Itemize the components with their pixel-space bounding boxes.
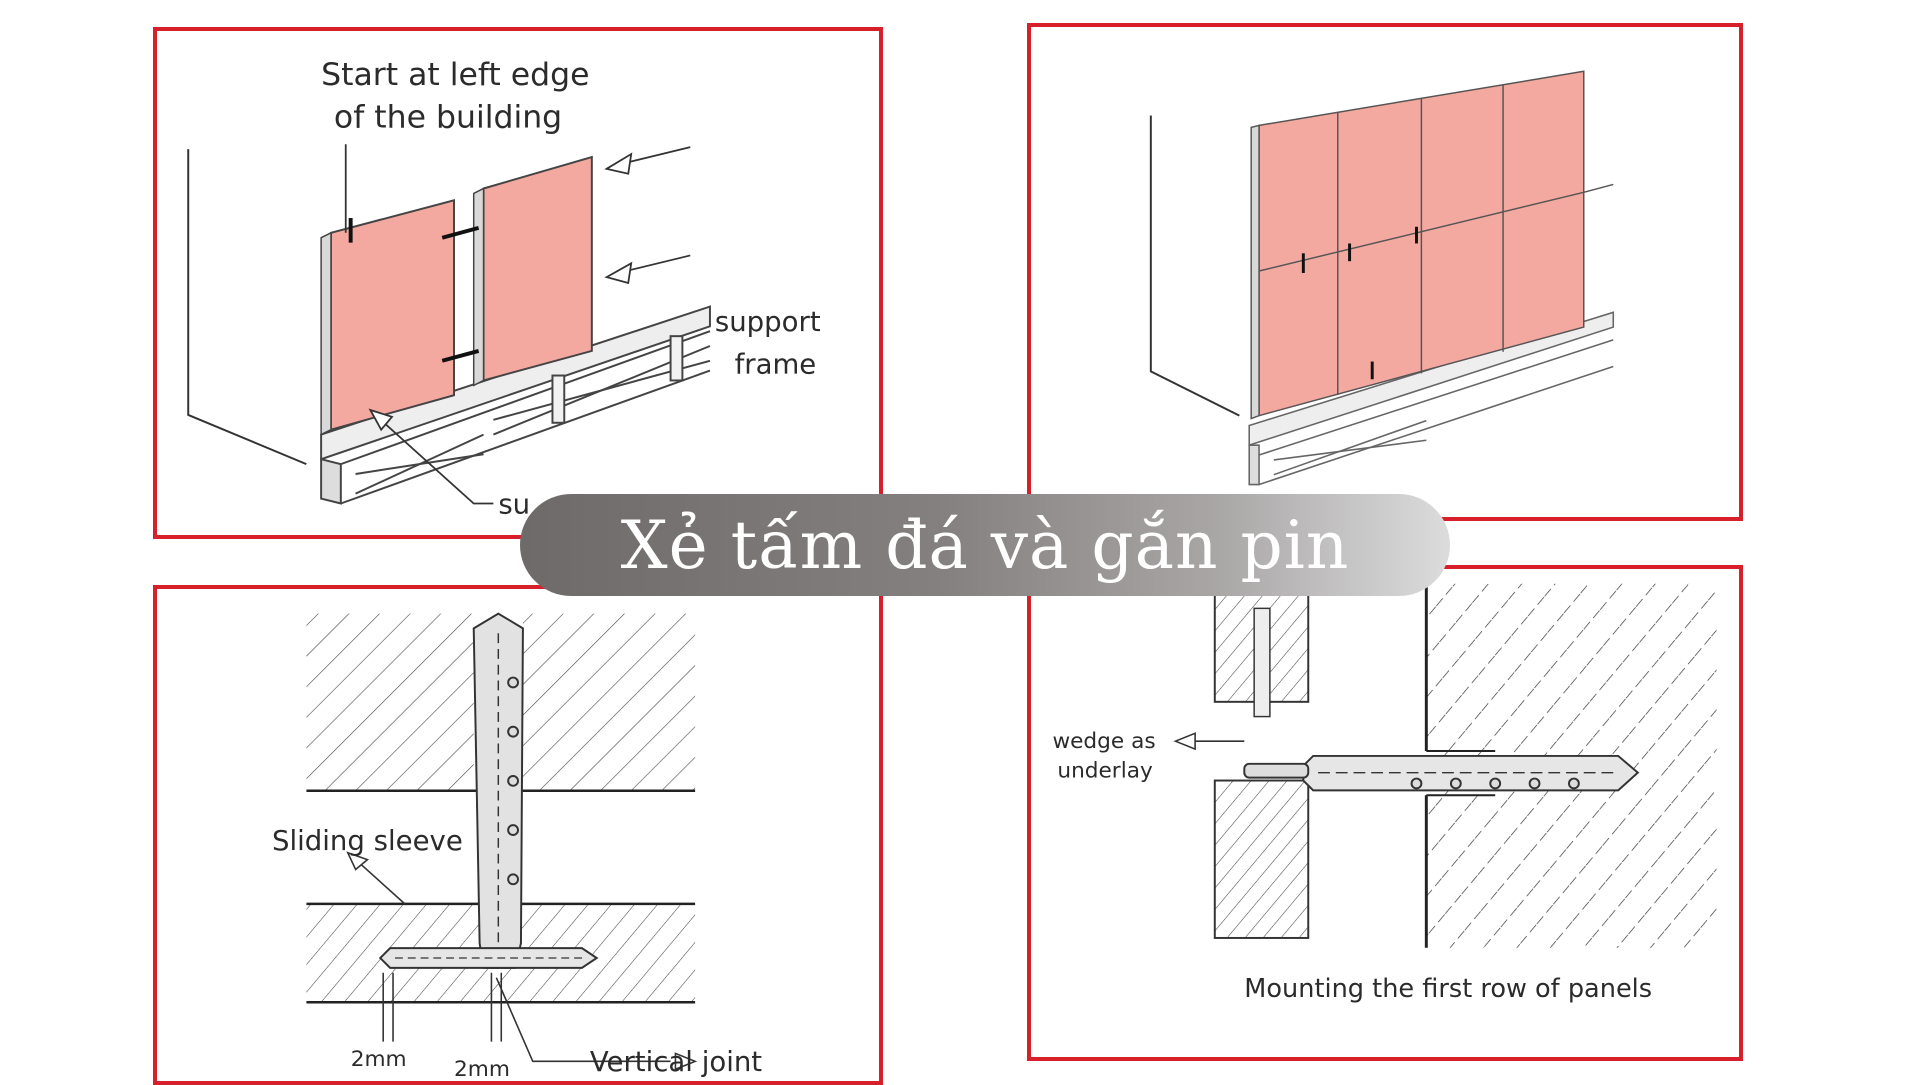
pins-grid bbox=[1301, 226, 1418, 380]
full-row-illustration bbox=[1149, 70, 1615, 486]
title-text: Xẻ tấm đá và gắn pin bbox=[620, 506, 1350, 584]
upper-stone-section bbox=[1213, 592, 1310, 718]
start-left-edge-illustration: Start at left edge of the building suppo… bbox=[187, 57, 821, 520]
support-frame bbox=[320, 305, 711, 505]
diagram-panel-vertical-joint: Sliding sleeve 2mm 2mm Vertical joint bbox=[153, 585, 883, 1085]
label-wedge-line1: wedge as bbox=[1052, 729, 1155, 754]
stone-panel-left bbox=[320, 199, 455, 436]
label-start-line2: of the building bbox=[334, 99, 562, 135]
wedge-leader bbox=[1173, 732, 1245, 751]
label-support-line2: frame bbox=[735, 349, 817, 381]
joint-leaders bbox=[346, 851, 698, 1071]
label-start-line1: Start at left edge bbox=[321, 57, 589, 93]
vertical-joint-illustration: Sliding sleeve 2mm 2mm Vertical joint bbox=[272, 612, 762, 1081]
label-wedge-line2: underlay bbox=[1057, 759, 1153, 784]
label-gap-right: 2mm bbox=[454, 1057, 510, 1081]
horizontal-pin bbox=[1243, 754, 1640, 792]
label-sliding-sleeve: Sliding sleeve bbox=[272, 825, 463, 857]
label-support-line1: support bbox=[715, 306, 821, 338]
diagram-panel-first-row: wedge as underlay Mounting the first row… bbox=[1027, 565, 1743, 1061]
caption-first-row: Mounting the first row of panels bbox=[1244, 974, 1652, 1004]
label-vertical-joint: Vertical joint bbox=[590, 1046, 762, 1078]
label-gap-left: 2mm bbox=[351, 1047, 407, 1072]
upper-stone-block bbox=[306, 613, 696, 792]
mounting-pins bbox=[348, 218, 480, 363]
diagram-panel-full-row bbox=[1027, 23, 1743, 521]
first-row-illustration: wedge as underlay Mounting the first row… bbox=[1052, 583, 1717, 1004]
sliding-sleeve bbox=[378, 947, 599, 969]
building-wall-edge-right bbox=[1149, 115, 1240, 417]
leader-lines bbox=[344, 144, 691, 505]
title-banner: Xẻ tấm đá và gắn pin bbox=[520, 494, 1450, 596]
diagram-panel-start-left-edge: Start at left edge of the building suppo… bbox=[153, 27, 883, 539]
vertical-pin bbox=[472, 612, 524, 969]
lower-stone-section bbox=[1213, 779, 1310, 939]
building-wall-edge bbox=[187, 149, 307, 466]
stone-panel-right bbox=[472, 155, 593, 387]
stone-panel-grid bbox=[1250, 70, 1614, 420]
label-partial: su bbox=[498, 488, 530, 520]
